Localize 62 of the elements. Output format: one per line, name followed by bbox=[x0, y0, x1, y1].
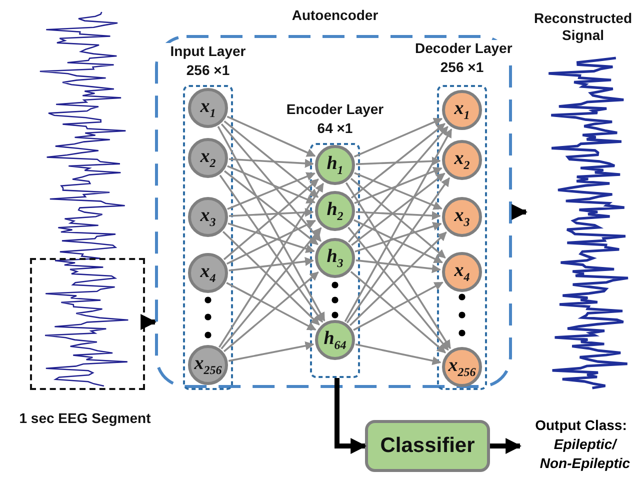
neuron-circle: x$_{4}$ bbox=[188, 253, 228, 293]
connection-arrow bbox=[227, 165, 316, 204]
connection-arrow bbox=[356, 211, 441, 220]
connection-arrow bbox=[228, 158, 314, 168]
segment-box bbox=[30, 258, 145, 390]
connection-arrow bbox=[226, 116, 316, 157]
connection-arrow bbox=[345, 182, 452, 350]
classifier-box: Classifier bbox=[365, 420, 490, 472]
connection-arrow bbox=[223, 178, 319, 260]
connection-arrow bbox=[354, 118, 443, 158]
flow-arrow bbox=[490, 438, 522, 454]
connection-arrow bbox=[227, 172, 316, 210]
connection-arrow bbox=[226, 282, 316, 331]
flow-arrow bbox=[334, 378, 367, 454]
connection-arrow bbox=[222, 230, 320, 326]
neuron-circle: h$_{1}$ bbox=[315, 145, 355, 185]
neuron-circle: x$_{3}$ bbox=[442, 197, 482, 237]
neuron-circle: h$_{64}$ bbox=[315, 320, 355, 360]
connection-arrow bbox=[348, 126, 448, 243]
neuron-circle: h$_{2}$ bbox=[315, 191, 355, 231]
neuron-circle: x$_{3}$ bbox=[188, 197, 228, 237]
connection-arrow bbox=[228, 208, 314, 217]
connection-arrow bbox=[220, 227, 322, 350]
connection-arrow bbox=[217, 126, 326, 322]
connection-arrow bbox=[351, 172, 446, 246]
connection-arrow bbox=[228, 257, 314, 272]
connection-arrow bbox=[223, 271, 319, 352]
connection-arrow bbox=[348, 226, 449, 351]
neuron-circle: x$_{4}$ bbox=[442, 252, 482, 292]
connection-arrow bbox=[355, 343, 442, 366]
connection-arrow bbox=[219, 174, 324, 323]
connection-arrow bbox=[350, 271, 446, 354]
neuron-circle: h$_{3}$ bbox=[315, 238, 355, 278]
connection-arrow bbox=[228, 222, 315, 254]
neuron-circle: x$_{2}$ bbox=[442, 140, 482, 180]
connection-arrow bbox=[220, 123, 322, 242]
connection-arrow bbox=[350, 178, 446, 259]
neuron-circle: x$_{1}$ bbox=[442, 90, 482, 130]
connection-arrow bbox=[353, 282, 444, 331]
neuron-circle: x$_{256}$ bbox=[188, 345, 228, 385]
connection-arrow bbox=[354, 219, 443, 264]
class-names: Epileptic/ Non-Epileptic bbox=[538, 435, 632, 473]
connection-arrow bbox=[346, 177, 450, 324]
neuron-circle: x$_{1}$ bbox=[188, 88, 228, 128]
connection-arrow bbox=[226, 220, 316, 265]
flow-arrow bbox=[512, 204, 528, 220]
connection-arrow bbox=[350, 123, 446, 199]
connection-arrow bbox=[354, 167, 442, 204]
connection-arrow bbox=[218, 182, 324, 348]
connection-arrow bbox=[356, 156, 441, 166]
neuron-circle: x$_{256}$ bbox=[442, 347, 482, 387]
connection-arrow bbox=[344, 128, 452, 322]
connection-arrow bbox=[224, 170, 318, 246]
connection-arrow bbox=[349, 232, 447, 326]
connection-arrow bbox=[224, 120, 319, 198]
neuron-circle: x$_{2}$ bbox=[188, 138, 228, 178]
flow-arrow bbox=[140, 314, 157, 330]
connection-arrow bbox=[228, 341, 314, 362]
connection-arrow bbox=[354, 172, 442, 210]
connection-arrow bbox=[354, 222, 442, 252]
connection-arrow bbox=[356, 259, 442, 274]
output-title: Output Class: bbox=[534, 416, 628, 435]
